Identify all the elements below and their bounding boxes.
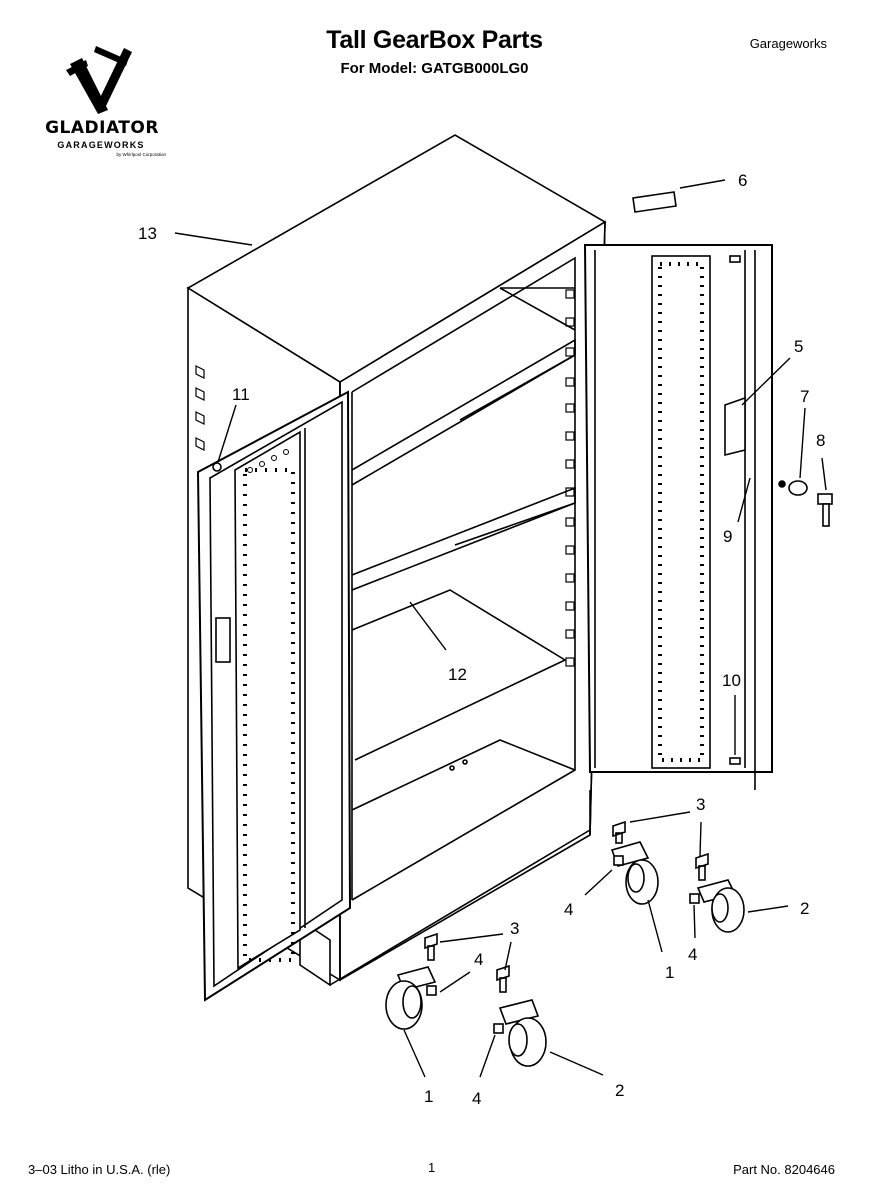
lock-assembly [778,480,833,527]
callout-8: 8 [816,431,825,450]
callout-4a: 4 [564,900,573,919]
page-subtitle: For Model: GATGB000LG0 [340,60,529,77]
logo-byline: by Whirlpool Corporation [116,152,166,157]
caster-front-right-1 [610,820,659,905]
left-door [196,390,352,1002]
logo-subtitle: GARAGEWORKS [57,140,145,150]
leader-lines [174,179,827,1078]
callout-13: 13 [138,224,157,243]
callout-5: 5 [794,337,803,356]
footer-litho: 3–03 Litho in U.S.A. (rle) [28,1162,171,1177]
callout-2b: 2 [615,1081,624,1100]
caster-front-left-2 [493,964,547,1067]
callout-4b: 4 [688,945,697,964]
callout-2a: 2 [800,899,809,918]
callout-9: 9 [723,527,732,546]
callout-4d: 4 [472,1089,481,1108]
crossed-hammers-icon [66,46,132,114]
callout-4c: 4 [474,950,483,969]
part-6-label [632,191,677,213]
callout-1a: 1 [665,963,674,982]
callout-12: 12 [448,665,467,684]
callout-6: 6 [738,171,747,190]
caster-front-right-2 [689,852,745,933]
gladiator-logo: GLADIATOR GARAGEWORKS by Whirlpool Corpo… [36,40,168,165]
callout-7: 7 [800,387,809,406]
callout-3a: 3 [696,795,705,814]
right-door [583,244,773,790]
caster-front-left-1 [385,932,438,1030]
callout-11: 11 [232,385,250,404]
page-title: Tall GearBox Parts [326,26,543,54]
part-number: Part No. 8204646 [733,1162,835,1177]
brand-label: Garageworks [749,36,827,51]
callout-1b: 1 [424,1087,433,1106]
logo-word: GLADIATOR [45,118,159,138]
callout-10: 10 [722,671,741,690]
callout-3b: 3 [510,919,519,938]
callout-labels: 13 6 5 7 8 9 11 12 10 3 4 4 2 1 3 4 1 4 … [138,171,825,1108]
page-number: 1 [428,1160,436,1175]
